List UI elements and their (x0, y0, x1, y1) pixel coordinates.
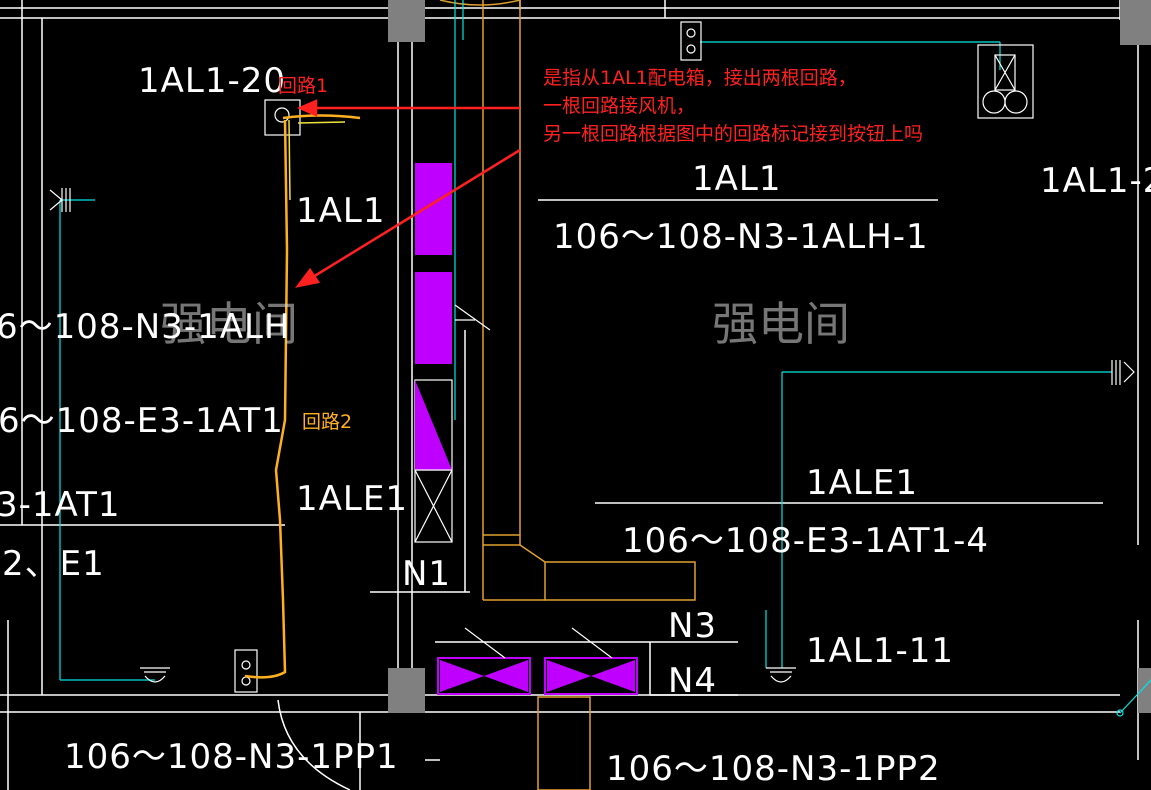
annotation-question-line2: 一根回路接风机， (543, 95, 695, 117)
bottom-code-2: 106～108-N3-1PP2 (606, 749, 941, 789)
button-box-bottom (234, 649, 258, 693)
tag-1al1-20: 1AL1-20 (138, 61, 286, 101)
tag-n4: N4 (668, 661, 717, 701)
panel-1al1-name: 1AL1 (692, 159, 781, 199)
tag-1al1-11: 1AL1-11 (806, 631, 954, 671)
orange-ducts (439, 0, 696, 790)
annotation-loop2: 回路2 (302, 411, 352, 433)
annotation-question-line3: 另一根回路根据图中的回路标记接到按钮上吗 (543, 123, 923, 145)
outlet-symbols (49, 188, 1135, 683)
room-label-right: 强电间 (712, 297, 850, 351)
tag-n3: N3 (668, 606, 717, 646)
button-box-top (680, 21, 702, 61)
fan-device (977, 44, 1034, 119)
structural-columns (388, 0, 1151, 713)
left-code-3: 3-1AT1 (0, 485, 121, 525)
panel-1al1-20-box (264, 99, 301, 136)
left-code-2: 6～108-E3-1AT1 (0, 401, 284, 441)
annotation-loop1: 回路1 (278, 75, 328, 97)
tag-1al1-21: 1AL1-21 (1040, 161, 1151, 201)
red-arrows (295, 99, 521, 288)
cyan-wiring (59, 0, 1151, 717)
room-label-left: 强电间 (160, 297, 298, 351)
annotation-question-line1: 是指从1AL1配电箱，接出两根回路， (543, 67, 857, 89)
panel-1ale1-name: 1ALE1 (806, 463, 918, 503)
panel-1ale1-code: 106～108-E3-1AT1-4 (622, 521, 989, 561)
panel-1al1-code: 106～108-N3-1ALH-1 (553, 217, 929, 257)
bottom-code-1: 106～108-N3-1PP1 (64, 737, 399, 777)
magenta-equipment (414, 163, 638, 695)
tag-1ale1-left: 1ALE1 (296, 479, 408, 519)
left-code-1: 6～108-N3-1ALH (0, 307, 291, 347)
tag-1al1-left: 1AL1 (296, 191, 385, 231)
tag-n1: N1 (402, 554, 451, 594)
left-code-4: 2、E1 (2, 544, 105, 584)
loop-sketches (244, 114, 361, 679)
